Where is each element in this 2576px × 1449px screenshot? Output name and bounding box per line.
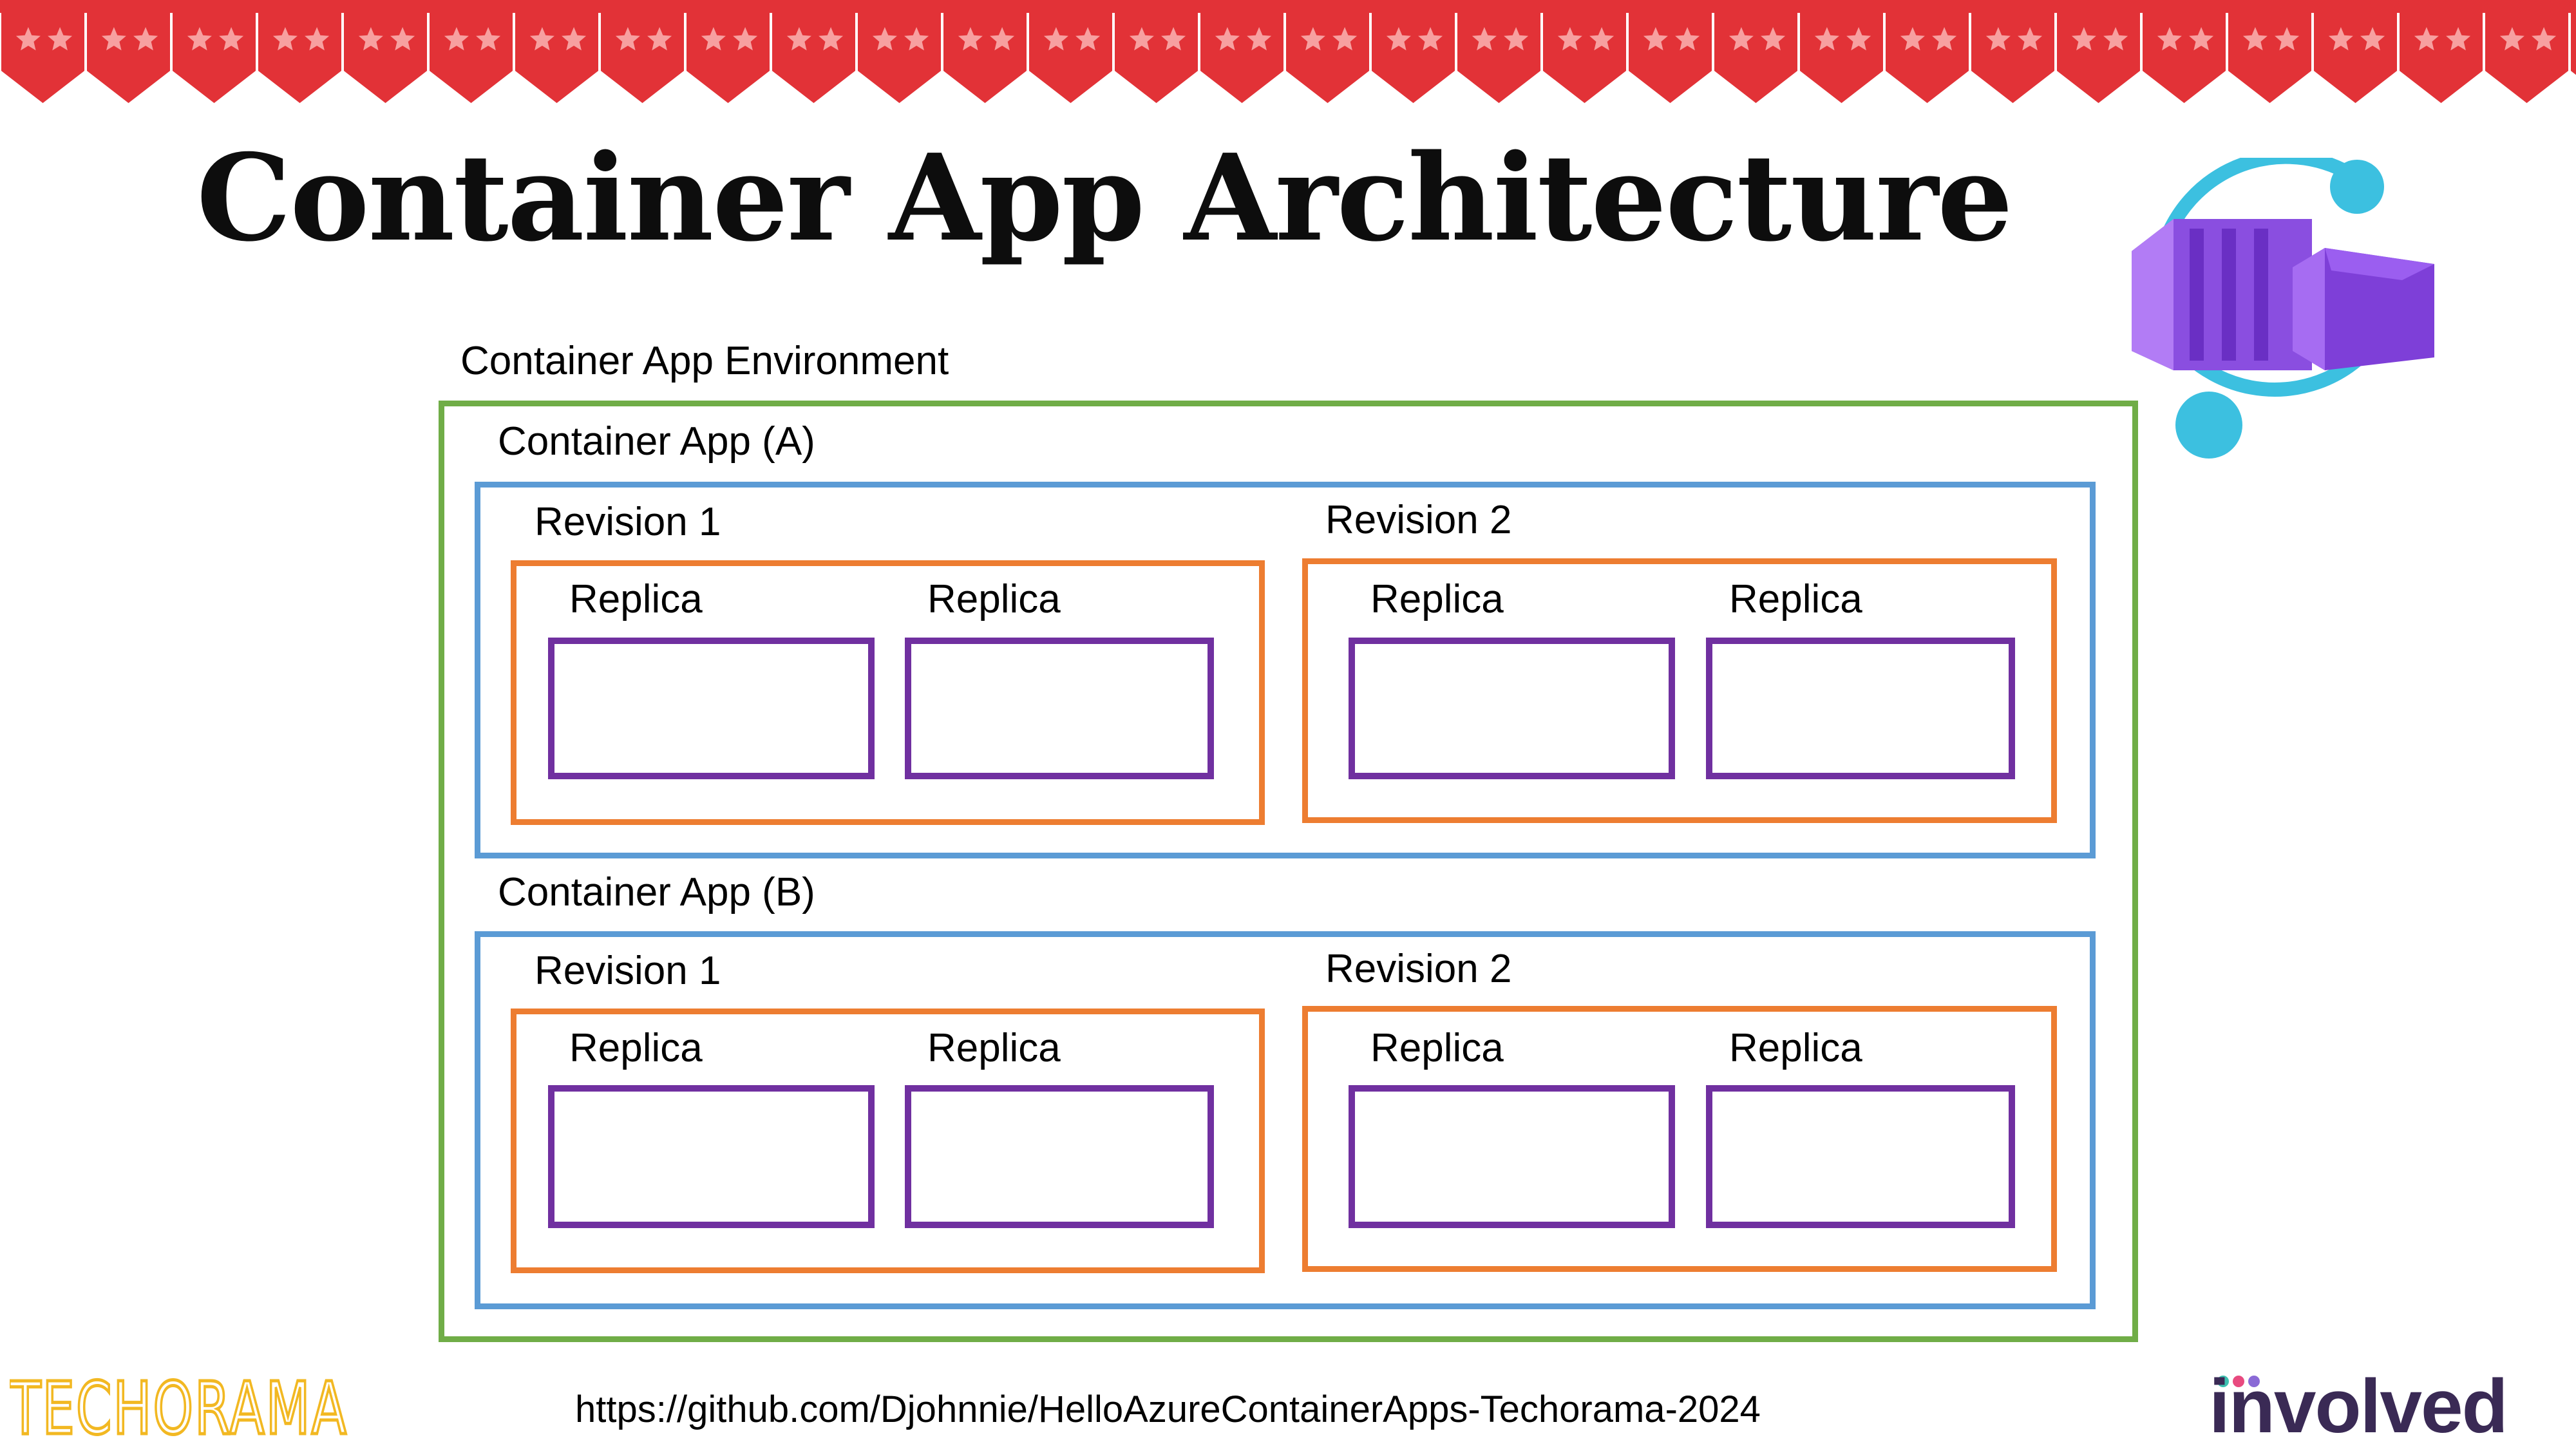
bunting-flag [1115,0,1198,103]
revision-box [1302,1006,2057,1272]
container-app-b-box [475,931,2096,1309]
bunting-flag [344,0,427,103]
bunting-flag [1800,0,1883,103]
bunting-flag [1457,0,1540,103]
bunting-flag [2057,0,2140,103]
replica-label: Replica [1370,577,1504,621]
replica-box [1349,1085,1675,1228]
bunting-flag [430,0,513,103]
bunting-icon [0,0,2576,103]
slide-title: Container App Architecture [196,128,2013,268]
container-app-a-box [475,482,2096,858]
bunting-flag [2571,0,2576,75]
revision-label: Revision 2 [1325,947,1512,991]
container-app-b-label: Container App (B) [498,870,815,914]
replica-box [1706,638,2015,779]
replica-label: Replica [1729,1026,1862,1070]
bunting-flag [1543,0,1626,103]
bunting-flag [601,0,684,103]
bunting-flag [1200,0,1283,103]
bunting-flag [2143,0,2226,103]
container-app-environment-box [439,401,2138,1342]
revision-label: Revision 1 [535,500,721,544]
bunting-flag [1629,0,1712,103]
bunting-flag [2485,0,2568,103]
revision-box [511,560,1265,825]
bunting-flag [2228,0,2311,103]
replica-box [548,1085,875,1228]
replica-box [905,638,1214,779]
techorama-logo: TECHORAMA [10,1370,348,1441]
bunting-flag [687,0,770,103]
replica-label: Replica [1729,577,1862,621]
bunting-flag [1286,0,1369,103]
replica-label: Replica [927,1026,1061,1070]
bunting-flag [515,0,598,103]
azure-container-apps-icon [2132,158,2434,459]
bunting-flag [87,0,170,103]
revision-label: Revision 2 [1325,498,1512,542]
replica-label: Replica [569,577,703,621]
bunting-flag [1,0,84,103]
involved-logo: involved [2209,1364,2508,1449]
involved-dots-icon [2217,1376,2260,1387]
bunting-flag [258,0,341,103]
replica-box [548,638,875,779]
bunting-flag [772,0,855,103]
bunting-flag [943,0,1027,103]
bunting-flag [1372,0,1455,103]
revision-box [511,1009,1265,1273]
github-url[interactable]: https://github.com/Djohnnie/HelloAzureCo… [575,1388,1761,1430]
container-app-a-label: Container App (A) [498,419,815,464]
replica-label: Replica [1370,1026,1504,1070]
bunting-flag [1029,0,1112,103]
bunting-flag [858,0,941,103]
bunting-flag [173,0,256,103]
replica-box [1706,1085,2015,1228]
bunting-flag [2314,0,2397,103]
revision-label: Revision 1 [535,949,721,993]
replica-label: Replica [927,577,1061,621]
bunting-flag [1886,0,1969,103]
revision-box [1302,558,2057,823]
bunting-flag [1714,0,1797,103]
replica-box [1349,638,1675,779]
bunting-flag [1971,0,2054,103]
environment-label: Container App Environment [460,339,949,383]
replica-box [905,1085,1214,1228]
replica-label: Replica [569,1026,703,1070]
techorama-logo-text: TECHORAMA [10,1370,348,1441]
bunting-flag [2400,0,2483,103]
